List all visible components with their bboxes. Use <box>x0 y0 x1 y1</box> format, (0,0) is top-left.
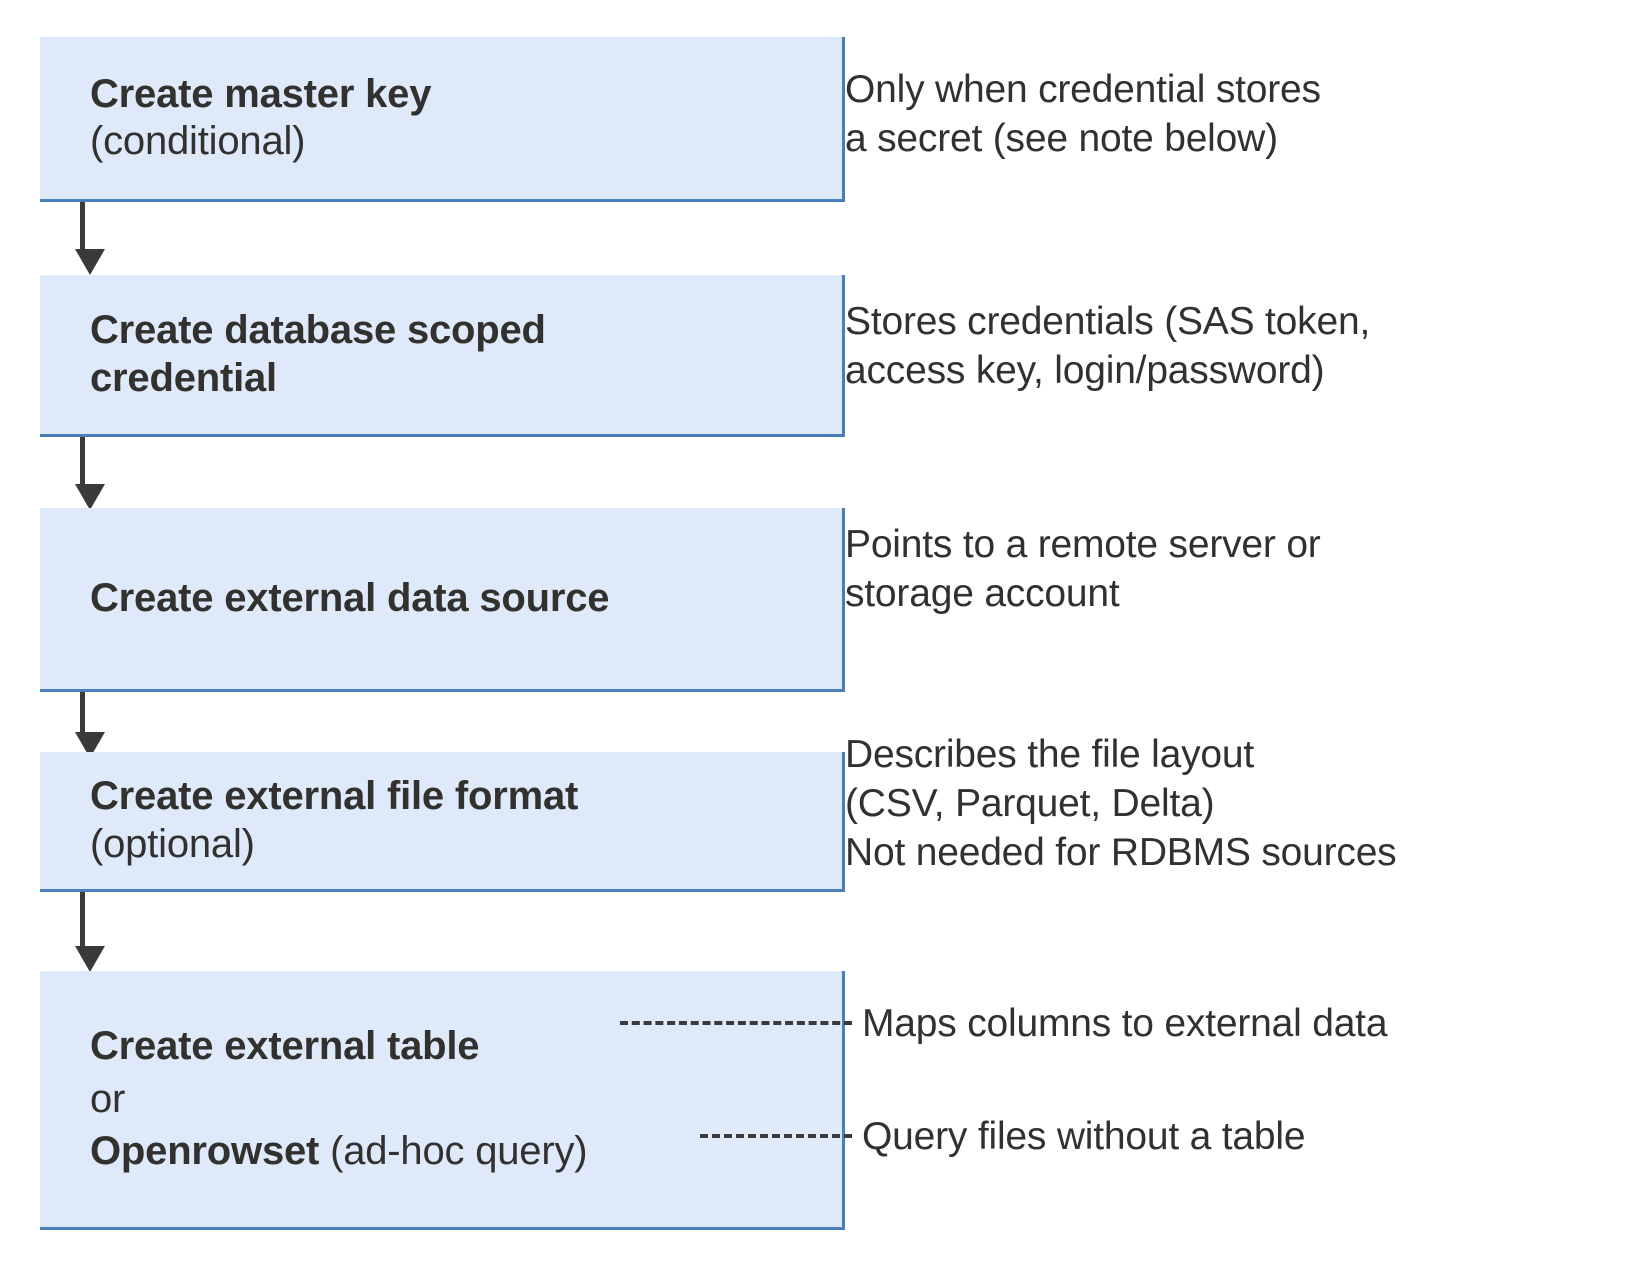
leader-line-external-table <box>620 1021 852 1025</box>
note-create-master-key: Only when credential stores a secret (se… <box>845 68 1321 161</box>
step-title: Create database scoped credential <box>90 308 546 400</box>
arrow-connector-4 <box>75 892 105 972</box>
step-box-create-database-scoped-credential[interactable]: Create database scoped credential <box>40 275 845 437</box>
step-text-block: Create master key (conditional) <box>40 71 842 165</box>
note-create-database-scoped-credential: Stores credentials (SAS token, access ke… <box>845 300 1371 393</box>
step-text-block: Create external file format (optional) <box>40 773 842 867</box>
final-step-rows: Create external table or Openrowset (ad-… <box>40 1020 842 1178</box>
arrow-connector-1 <box>75 202 105 275</box>
final-step-openrowset-label: Openrowset <box>90 1129 320 1174</box>
final-step-create-external-table-label: Create external table <box>90 1023 480 1068</box>
note-openrowset: Query files without a table <box>862 1115 1306 1158</box>
leader-line-openrowset <box>700 1134 852 1138</box>
step-text-block: Create database scoped credential <box>40 307 842 401</box>
step-title: Create external file format <box>90 774 579 819</box>
note-create-external-data-source: Points to a remote server or storage acc… <box>845 523 1321 616</box>
step-title: Create external data source <box>90 575 610 620</box>
step-box-create-external-data-source[interactable]: Create external data source <box>40 508 845 692</box>
step-text-block: Create external data source <box>40 575 842 622</box>
note-create-external-file-format: Describes the file layout (CSV, Parquet,… <box>845 733 1397 875</box>
arrow-connector-3 <box>75 692 105 758</box>
final-step-row-create-external-table: Create external table <box>90 1020 842 1073</box>
step-subtitle: (optional) <box>90 821 255 866</box>
final-step-or-label: or <box>90 1076 126 1121</box>
final-step-row-or: or <box>90 1073 842 1126</box>
step-title: Create master key <box>90 71 432 116</box>
step-box-create-external-file-format[interactable]: Create external file format (optional) <box>40 752 845 892</box>
note-create-external-table: Maps columns to external data <box>862 1002 1388 1045</box>
arrow-connector-2 <box>75 437 105 510</box>
final-step-openrowset-qualifier: (ad-hoc query) <box>319 1129 588 1174</box>
step-box-create-master-key[interactable]: Create master key (conditional) <box>40 37 845 202</box>
step-box-create-external-table-or-openrowset[interactable]: Create external table or Openrowset (ad-… <box>40 971 845 1230</box>
final-step-row-openrowset: Openrowset (ad-hoc query) <box>90 1125 842 1178</box>
step-subtitle: (conditional) <box>90 119 306 163</box>
